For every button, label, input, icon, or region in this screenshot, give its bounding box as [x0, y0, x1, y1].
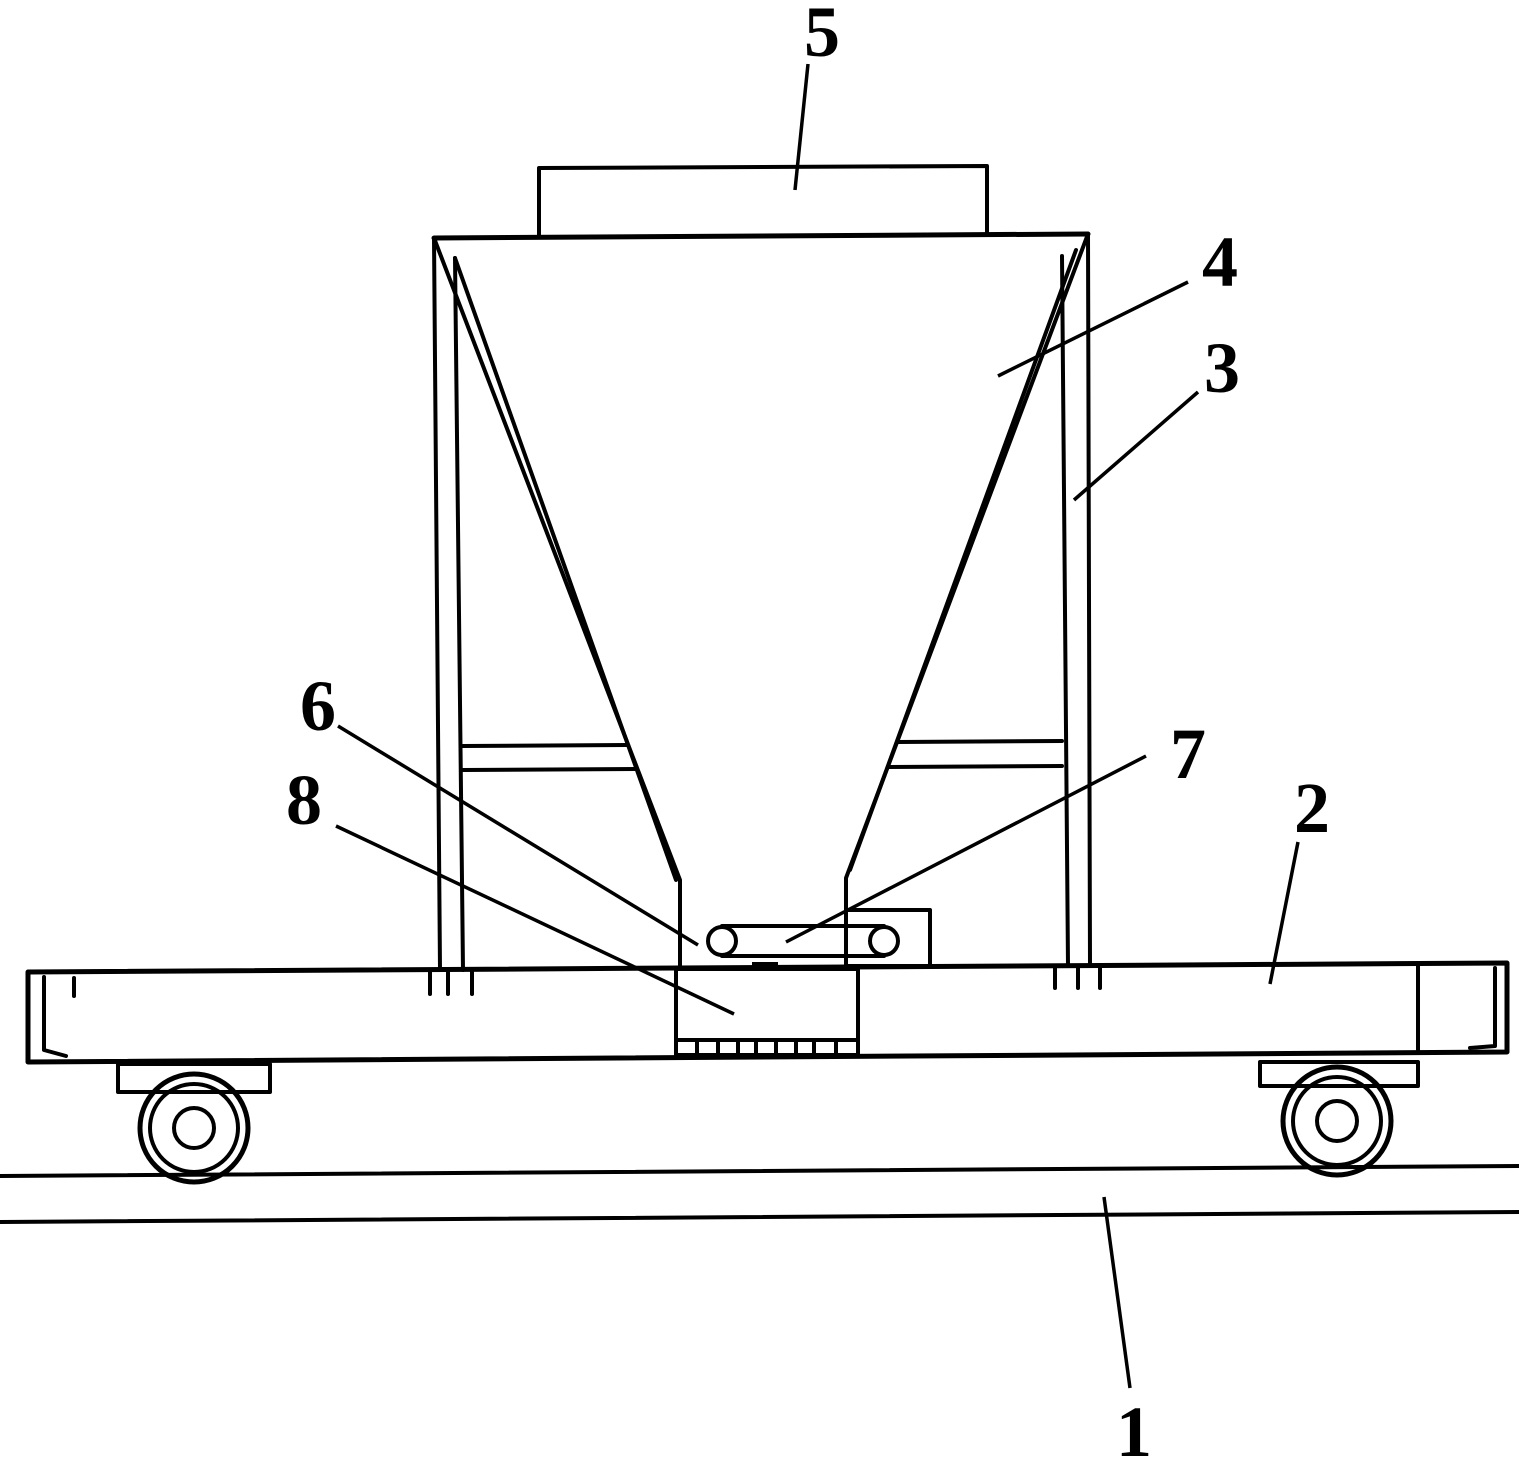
- label-5: 5: [804, 0, 840, 72]
- belt-conveyor: [706, 908, 932, 970]
- leader-lines: [335, 63, 1300, 1389]
- label-6: 6: [300, 666, 336, 746]
- hopper: [431, 231, 1091, 970]
- left-wheel: [116, 1062, 272, 1185]
- label-8: 8: [286, 760, 322, 840]
- discharge-chute: [674, 967, 860, 1057]
- label-4: 4: [1202, 222, 1238, 302]
- label-7: 7: [1170, 714, 1206, 794]
- callout-labels: 5 4 3 7 2 6 8 1: [286, 0, 1330, 1457]
- cart-body: [25, 960, 1510, 1065]
- top-box: [537, 164, 989, 238]
- label-1: 1: [1116, 1392, 1152, 1457]
- right-wheel: [1258, 1060, 1420, 1178]
- label-2: 2: [1294, 768, 1330, 848]
- support-frame: [432, 232, 1092, 972]
- rail: [0, 1164, 1519, 1224]
- label-3: 3: [1204, 328, 1240, 408]
